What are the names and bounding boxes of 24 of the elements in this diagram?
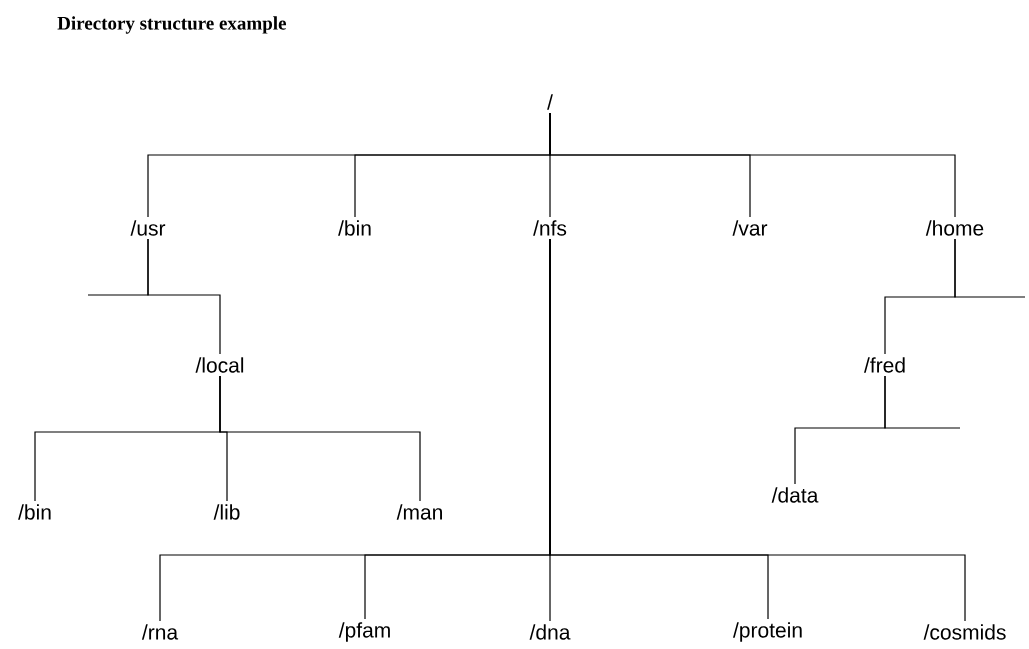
connector-line [549, 112, 956, 218]
directory-label: /fred [864, 357, 905, 373]
directory-label: /usr [130, 220, 166, 236]
directory-label: /lib [213, 504, 240, 520]
directory-label: /home [925, 220, 984, 236]
directory-label: /cosmids [923, 624, 1006, 640]
connector-line [954, 238, 1026, 298]
directory-label: /bin [338, 220, 371, 236]
directory-label: /protein [733, 622, 802, 642]
connector-line [219, 375, 421, 502]
connector-line [87, 238, 149, 296]
directory-label: /bin [18, 504, 51, 520]
directory-label: /nfs [533, 220, 567, 236]
directory-label: /rna [141, 624, 179, 640]
directory-label: /var [732, 220, 768, 236]
directory-label: /data [771, 487, 819, 503]
directory-label: /local [195, 357, 244, 373]
directory-label: /dna [529, 624, 571, 640]
title: Directory structure example [57, 16, 287, 34]
connector-line [884, 375, 961, 429]
directory-label: /pfam [338, 622, 390, 642]
directory-label: /man [396, 504, 442, 520]
directory-label: / [547, 94, 553, 110]
connector-line [549, 238, 966, 622]
